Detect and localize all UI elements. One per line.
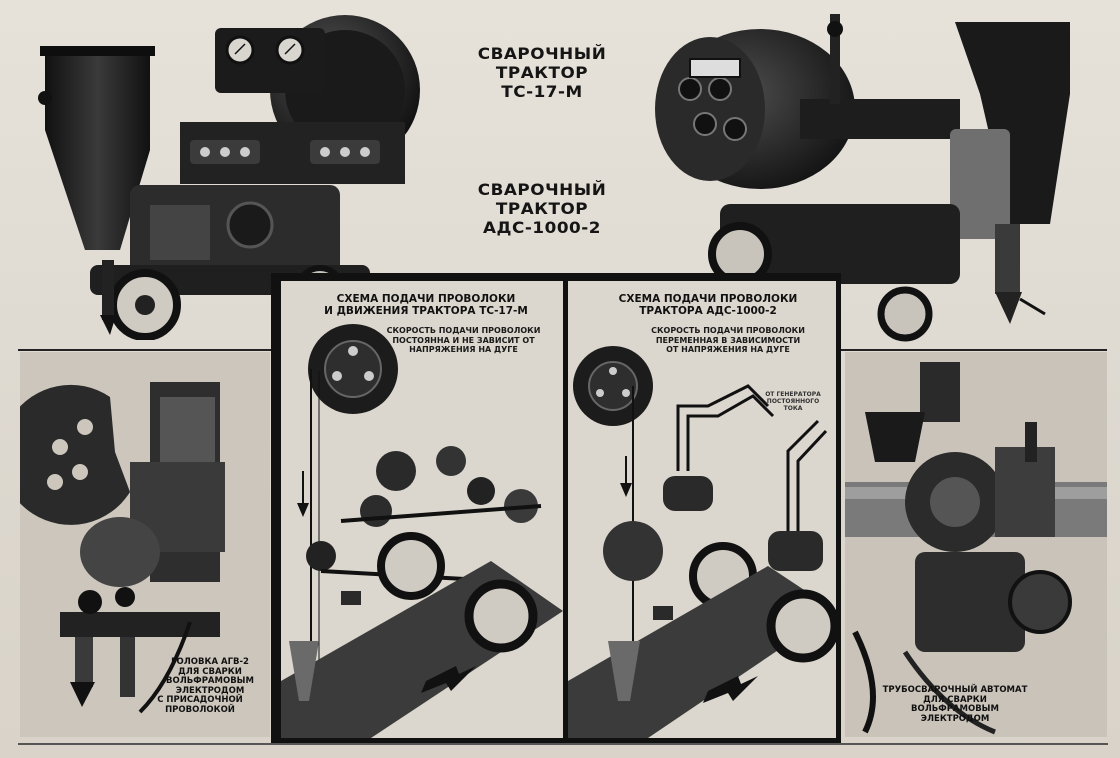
caption-pipe-welder: ТРУБОСВАРОЧНЫЙ АВТОМАТ ДЛЯ СВАРКИ ВОЛЬФР… — [880, 685, 1030, 724]
caption-agv2-line4: ЭЛЕКТРОДОМ — [175, 685, 245, 696]
caption-agv2-line2: ДЛЯ СВАРКИ — [178, 666, 242, 677]
caption-agv2-line5: С ПРИСАДОЧНОЙ ПРОВОЛОКОЙ — [157, 695, 243, 715]
caption-pipe-line3: ЭЛЕКТРОДОМ — [920, 713, 990, 724]
scheme-ts17m-note-line1: СКОРОСТЬ ПОДАЧИ ПРОВОЛОКИ — [386, 326, 541, 335]
generator-label-line2: ПОСТОЯННОГО — [766, 398, 820, 405]
scheme-ads1000-note: СКОРОСТЬ ПОДАЧИ ПРОВОЛОКИ ПЕРЕМЕННАЯ В З… — [638, 326, 818, 355]
caption-agv2-line1: ГОЛОВКА АГВ-2 — [171, 657, 249, 667]
scheme-ts17m-diagram — [281, 324, 563, 738]
divider-left — [18, 349, 271, 351]
scheme-ads1000-note-line1: СКОРОСТЬ ПОДАЧИ ПРОВОЛОКИ — [651, 326, 805, 335]
scheme-ts17m-note-line2: ПОСТОЯННА И НЕ ЗАВИСИТ ОТ — [392, 335, 535, 345]
scheme-ads1000-diagram — [568, 346, 836, 738]
ads1000-tractor-illustration — [655, 14, 1070, 342]
scheme-ads1000-title-line1: СХЕМА ПОДАЧИ ПРОВОЛОКИ — [618, 293, 798, 305]
scheme-ts17m-note: СКОРОСТЬ ПОДАЧИ ПРОВОЛОКИ ПОСТОЯННА И НЕ… — [376, 326, 551, 355]
scheme-ads1000-title-line2: ТРАКТОРА АДС-1000-2 — [639, 305, 777, 317]
bottom-rule — [18, 743, 1108, 745]
generator-label-line1: ОТ ГЕНЕРАТОРА — [765, 391, 821, 398]
agv2-head-illustration — [20, 352, 270, 737]
scheme-ts17m-panel: СХЕМА ПОДАЧИ ПРОВОЛОКИ И ДВИЖЕНИЯ ТРАКТО… — [281, 281, 563, 738]
scheme-ts17m-title-line2: И ДВИЖЕНИЯ ТРАКТОРА ТС-17-М — [324, 305, 528, 317]
title-ts17m-line2: ТРАКТОР — [495, 63, 589, 82]
caption-pipe-line2: ДЛЯ СВАРКИ ВОЛЬФРАМОВЫМ — [911, 694, 999, 714]
scheme-ts17m-title-line1: СХЕМА ПОДАЧИ ПРОВОЛОКИ — [336, 293, 516, 305]
scheme-ads1000-note-line2: ПЕРЕМЕННАЯ В ЗАВИСИМОСТИ — [655, 335, 801, 345]
caption-agv2: ГОЛОВКА АГВ-2 ДЛЯ СВАРКИ ВОЛЬФРАМОВЫМ ЭЛ… — [150, 657, 270, 715]
title-ts17m-line3: ТС-17-М — [501, 82, 583, 101]
ts17m-tractor-illustration — [38, 15, 420, 340]
generator-label: ОТ ГЕНЕРАТОРА ПОСТОЯННОГО ТОКА — [758, 391, 828, 412]
pipe-welder-illustration — [845, 352, 1107, 737]
caption-pipe-line1: ТРУБОСВАРОЧНЫЙ АВТОМАТ — [882, 685, 1028, 695]
scheme-ts17m-title: СХЕМА ПОДАЧИ ПРОВОЛОКИ И ДВИЖЕНИЯ ТРАКТО… — [301, 293, 551, 317]
generator-label-line3: ТОКА — [783, 405, 803, 412]
title-ts17m: СВАРОЧНЫЙ ТРАКТОР ТС-17-М — [458, 44, 626, 101]
scheme-ts17m-note-line3: НАПРЯЖЕНИЯ НА ДУГЕ — [409, 345, 518, 354]
scheme-ads1000-title: СХЕМА ПОДАЧИ ПРОВОЛОКИ ТРАКТОРА АДС-1000… — [588, 293, 828, 317]
title-ts17m-line1: СВАРОЧНЫЙ — [477, 44, 607, 63]
scheme-ads1000-panel: СХЕМА ПОДАЧИ ПРОВОЛОКИ ТРАКТОРА АДС-1000… — [568, 281, 836, 738]
title-ads1000-line3: АДС-1000-2 — [483, 218, 601, 237]
title-ads1000-line1: СВАРОЧНЫЙ — [477, 180, 607, 199]
title-ads1000: СВАРОЧНЫЙ ТРАКТОР АДС-1000-2 — [458, 180, 626, 237]
title-ads1000-line2: ТРАКТОР — [495, 199, 589, 218]
scheme-ads1000-note-line3: ОТ НАПРЯЖЕНИЯ НА ДУГЕ — [666, 345, 790, 354]
caption-agv2-line3: ВОЛЬФРАМОВЫМ — [166, 676, 254, 686]
divider-right — [841, 349, 1107, 351]
